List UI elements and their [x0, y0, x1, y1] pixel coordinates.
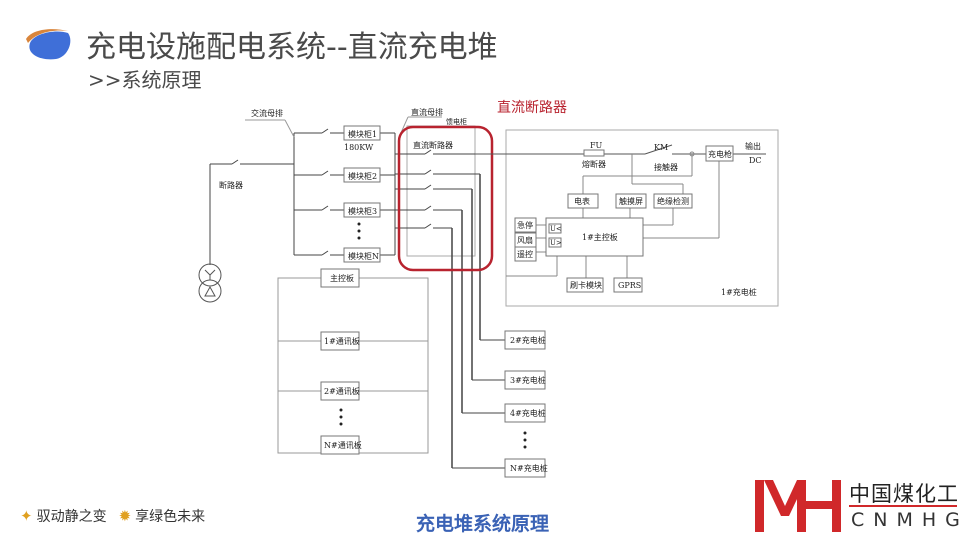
module-label: 模块柜1 [348, 129, 377, 139]
transformer-icon [198, 263, 222, 303]
module-box [343, 202, 381, 218]
fan-box: 风扇 [517, 235, 533, 245]
touchscreen-box: 触摸屏 [619, 196, 643, 206]
spark-icon: ✦ [20, 507, 33, 525]
estop-box: 急停 [517, 220, 533, 230]
brand-name-en: CNMHG [851, 509, 960, 531]
gprs-box: GPRS [618, 281, 641, 290]
spark-icon: ✹ [118, 507, 132, 525]
charger-pile: 2#充电桩 [510, 335, 546, 345]
remote-box: 遥控 [517, 249, 533, 259]
page-subtitle: >>系统原理 [88, 68, 202, 92]
charger-pile: N#充电桩 [510, 463, 548, 473]
ellipsis-dots [357, 222, 361, 240]
contactor-code: KM [654, 143, 668, 152]
fuse-code: FU [590, 141, 603, 150]
dc-breaker-highlight [397, 125, 494, 272]
breaker-label: 断路器 [219, 180, 243, 190]
ellipsis-dots [339, 408, 343, 426]
charger-pile: 3#充电桩 [510, 375, 546, 385]
dc-breaker-annotation: 直流断路器 [497, 99, 567, 116]
comm-board: 2#通讯板 [324, 386, 360, 396]
charger-pile: 4#充电桩 [510, 408, 546, 418]
module-label: 模块柜2 [348, 171, 377, 181]
comm-board: 1#通讯板 [324, 336, 360, 346]
ellipsis-dots [523, 431, 527, 449]
dc-label: DC [749, 156, 762, 165]
dc-bus-label: 直流母排 [411, 107, 443, 117]
footer-slogan: ✦ 驭动静之变 ✹ 享绿色未来 [20, 506, 205, 526]
dc-breaker-label: 直流断路器 [413, 140, 453, 150]
page-title: 充电设施配电系统--直流充电堆 [86, 30, 498, 65]
module-box [343, 125, 381, 141]
main-control-board: 主控板 [330, 273, 354, 283]
meter-box: 电表 [574, 196, 590, 206]
power-rating-label: 180KW [344, 143, 374, 152]
output-label: 输出 [745, 141, 761, 151]
slogan-2: 享绿色未来 [135, 509, 206, 525]
module-box [343, 167, 381, 183]
ac-bus-label: 交流母排 [251, 108, 283, 118]
charging-gun: 充电枪 [708, 149, 732, 159]
overvoltage-box: U> [550, 239, 562, 247]
fuse-label: 熔断器 [582, 159, 606, 169]
contactor-label: 接触器 [654, 162, 678, 172]
insulation-box: 绝缘检测 [657, 196, 689, 206]
card-reader-box: 刷卡模块 [570, 280, 602, 290]
brand-name-cn: 中国煤化工 [849, 482, 959, 506]
brand-divider [849, 505, 957, 507]
module-label: 模块柜3 [348, 206, 377, 216]
main-board-box: 1#主控板 [582, 232, 618, 242]
comm-board: N#通讯板 [324, 440, 362, 450]
cabinet-label: 馈电柜 [446, 117, 467, 126]
module-box [343, 247, 381, 263]
slogan-1: 驭动静之变 [36, 509, 107, 525]
undervoltage-box: U< [550, 225, 562, 233]
module-label: 模块柜N [348, 251, 379, 261]
header-logo-icon [26, 29, 71, 60]
brand-logo-icon [755, 480, 841, 532]
pile1-label: 1#充电桩 [721, 287, 757, 297]
diagram-caption: 充电堆系统原理 [416, 513, 550, 535]
